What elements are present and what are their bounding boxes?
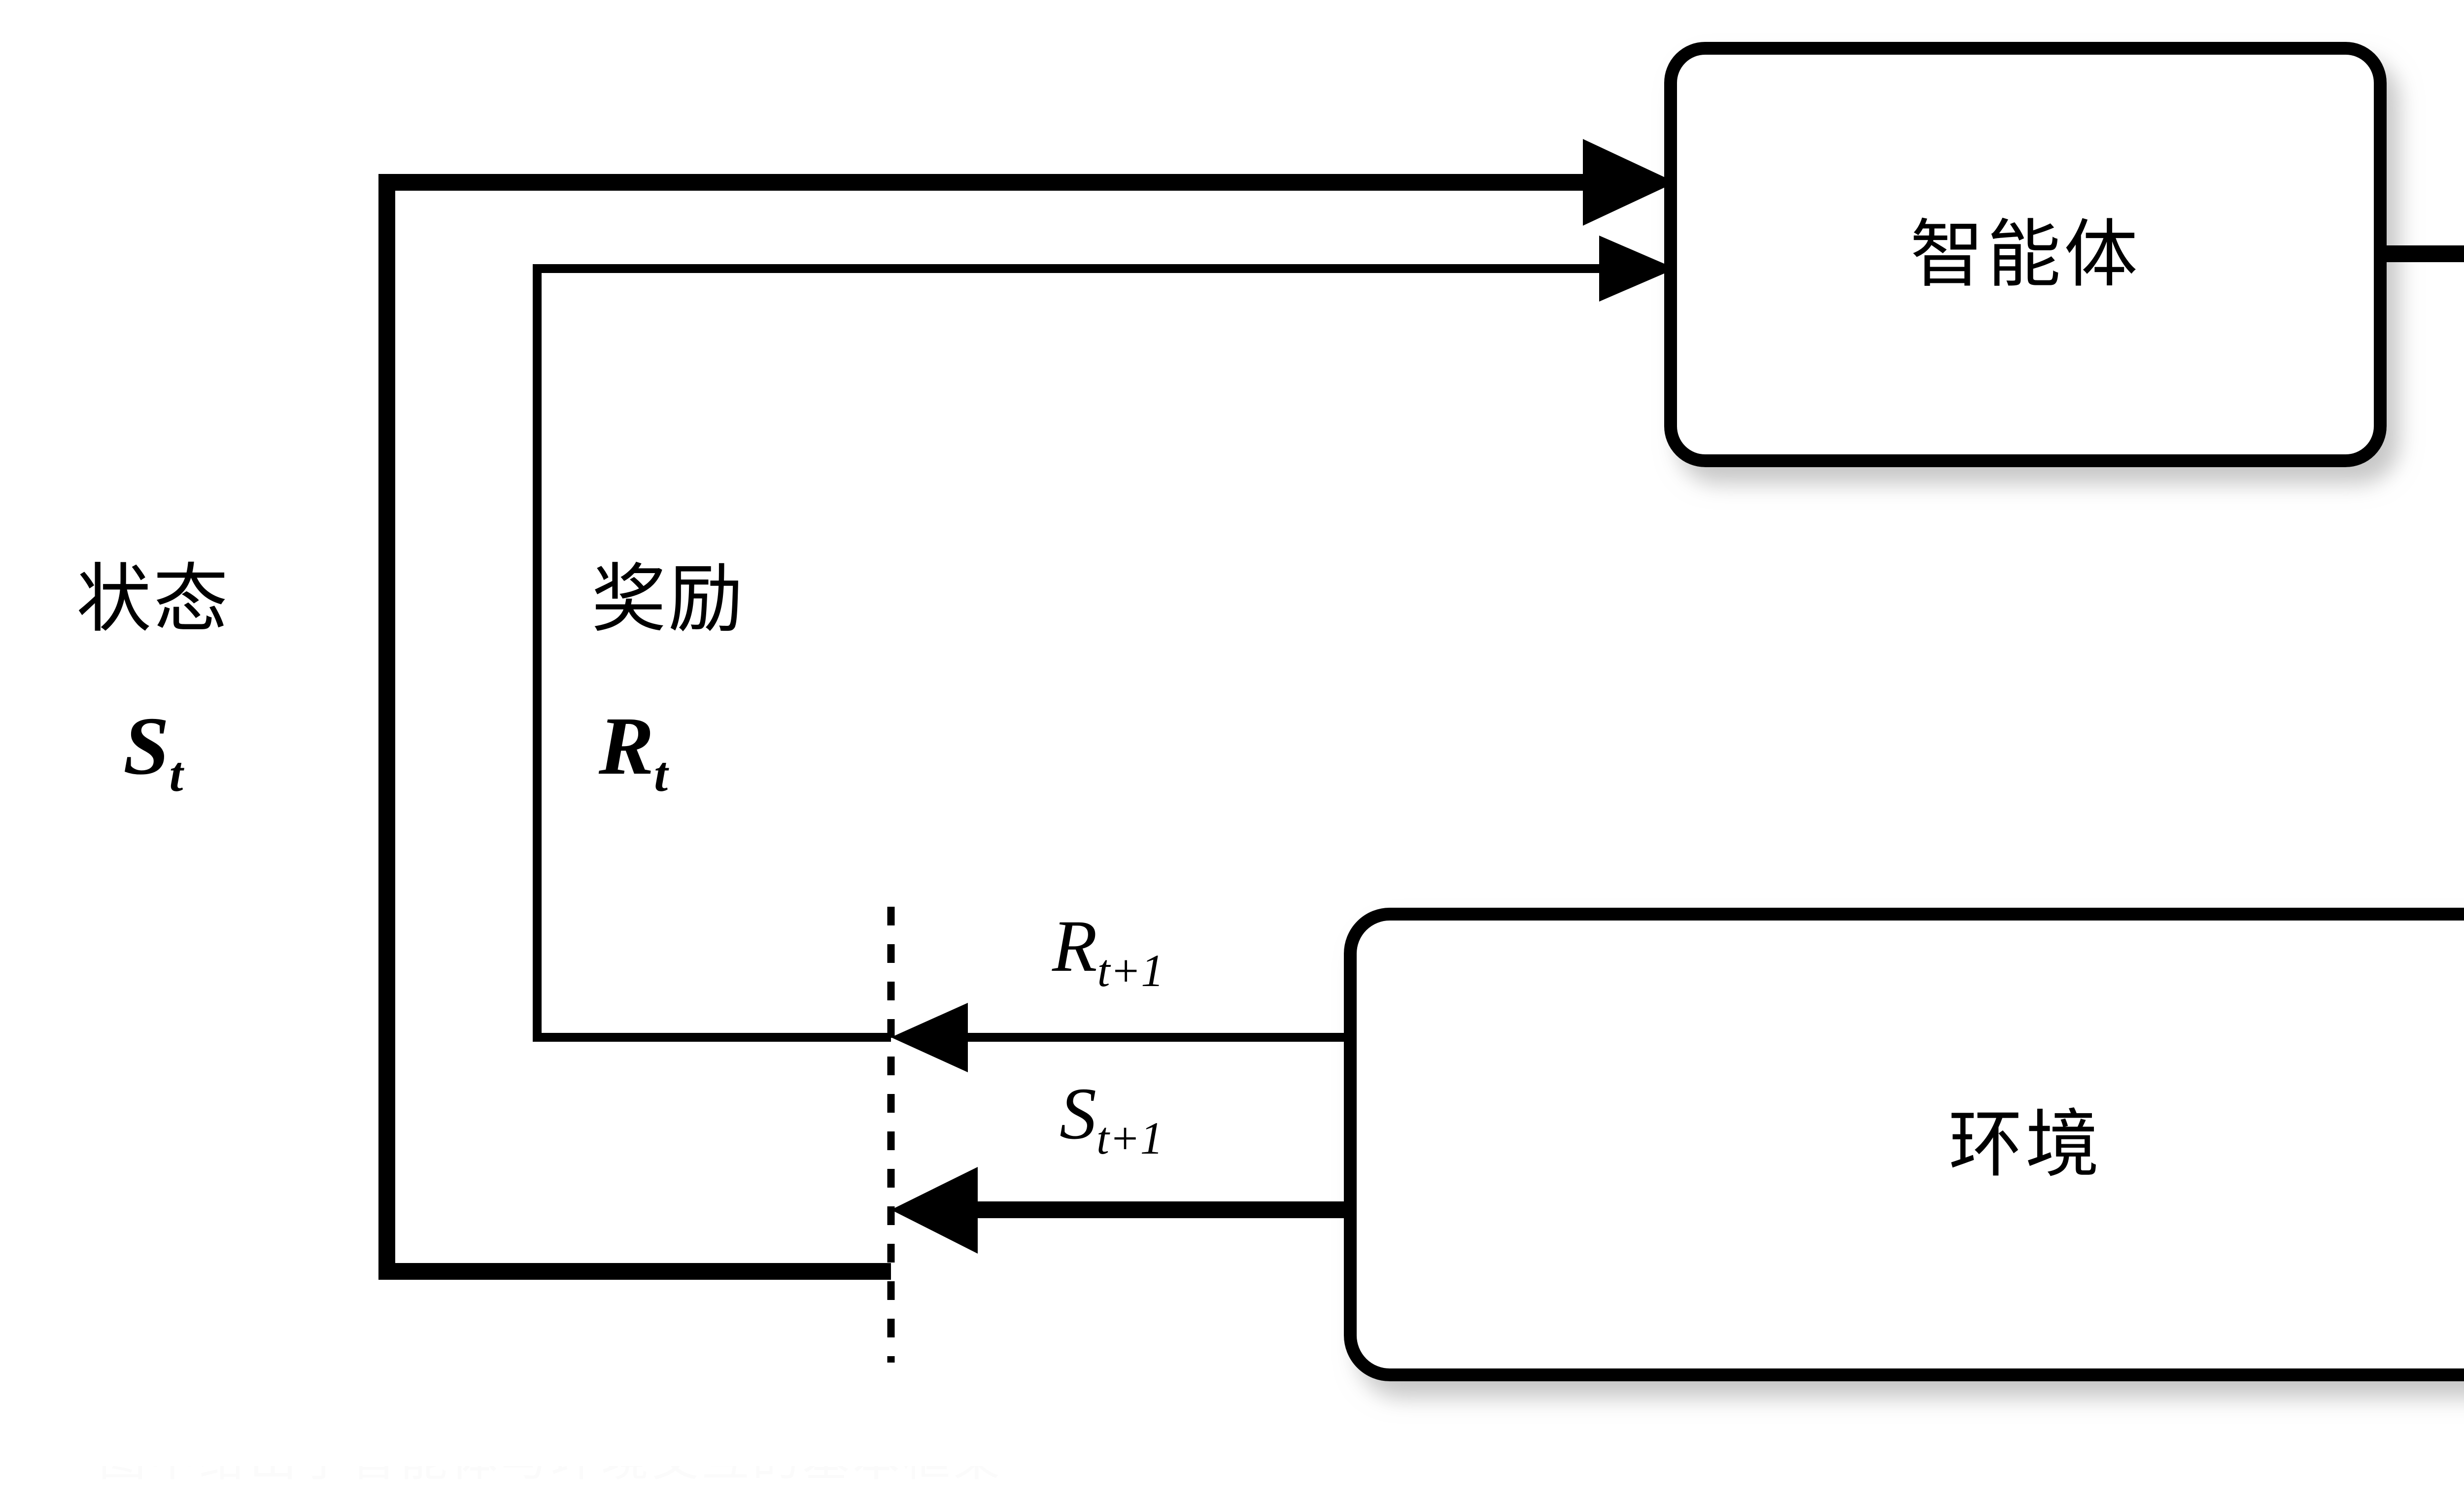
state-edge-path [378, 139, 1676, 1280]
reward-next-symbol-subscript: t+1 [1097, 946, 1164, 996]
reward-edge-symbol: Rt [599, 705, 668, 799]
environment-box-label: 环境 [1948, 1101, 2102, 1188]
state-next-symbol: St+1 [1060, 1077, 1163, 1161]
cropped-caption-text: 图中给出了智能体与环境交互的基本框架 [99, 1466, 1799, 1483]
reward-next-symbol: Rt+1 [1052, 909, 1164, 994]
reward-next-edge [891, 1003, 1350, 1072]
state-arrowhead [1583, 139, 1676, 226]
state-next-edge [891, 1167, 1350, 1254]
state-symbol-subscript: t [169, 746, 184, 802]
reward-edge-label-cjk: 奖励 [591, 555, 745, 643]
reward-edge-path [533, 236, 1676, 1042]
reward-arrowhead [1599, 236, 1676, 302]
state-next-symbol-subscript: t+1 [1096, 1113, 1164, 1164]
environment-box[interactable] [1344, 908, 2464, 1381]
state-edge-symbol: St [123, 705, 183, 799]
state-next-symbol-base: S [1060, 1073, 1096, 1155]
reward-symbol-subscript: t [654, 746, 669, 802]
state-next-arrowhead [891, 1167, 978, 1254]
reward-next-arrowhead [891, 1003, 968, 1072]
agent-box-label: 智能体 [1910, 211, 2141, 298]
state-symbol-base: S [123, 700, 170, 792]
reward-next-symbol-base: R [1052, 905, 1097, 987]
state-edge-label-cjk: 状态 [76, 555, 230, 643]
reward-symbol-base: R [599, 700, 654, 792]
cropped-caption: 图中给出了智能体与环境交互的基本框架 [99, 1466, 1799, 1502]
